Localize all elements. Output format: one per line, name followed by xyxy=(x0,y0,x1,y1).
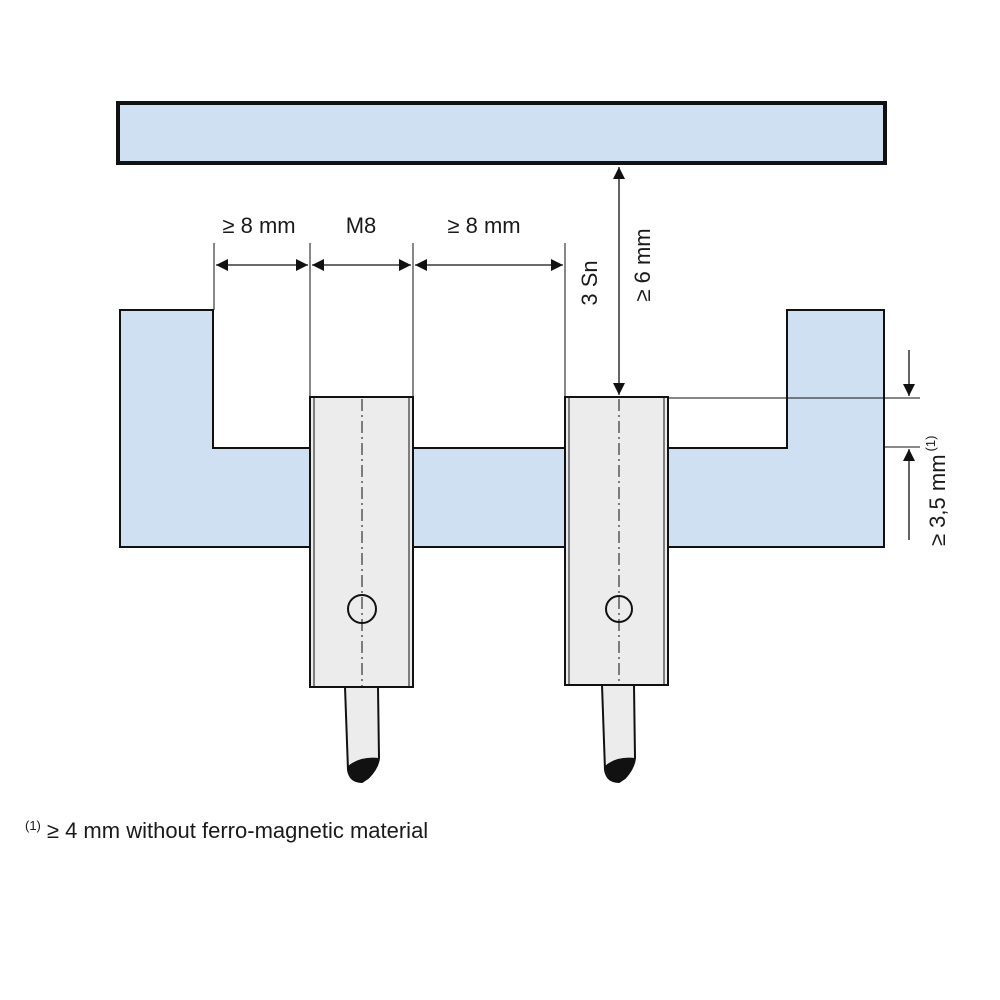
sensor-right-body xyxy=(564,396,669,686)
label-recess: ≥ 3,5 mm (1) xyxy=(923,436,950,546)
label-thread: M8 xyxy=(346,213,377,238)
sensor-right xyxy=(564,396,669,784)
sensor-right-led xyxy=(605,595,633,623)
footnote-text: ≥ 4 mm without ferro-magnetic material xyxy=(46,818,429,843)
label-gap-left: ≥ 8 mm xyxy=(222,213,295,238)
sensor-left xyxy=(309,396,414,784)
extension-lines xyxy=(213,243,920,448)
footnote: (1) ≥ 4 mm without ferro-magnetic materia… xyxy=(25,818,428,844)
label-6mm: ≥ 6 mm xyxy=(630,228,655,301)
label-gap-right: ≥ 8 mm xyxy=(447,213,520,238)
target-plate xyxy=(116,101,887,165)
label-recess-value: ≥ 3,5 mm xyxy=(925,454,950,546)
label-3sn: 3 Sn xyxy=(577,260,602,305)
mounting-bracket xyxy=(119,309,885,548)
footnote-ref: (1) xyxy=(25,818,41,833)
sensor-left-led xyxy=(347,594,377,624)
label-recess-note-ref: (1) xyxy=(923,436,938,452)
